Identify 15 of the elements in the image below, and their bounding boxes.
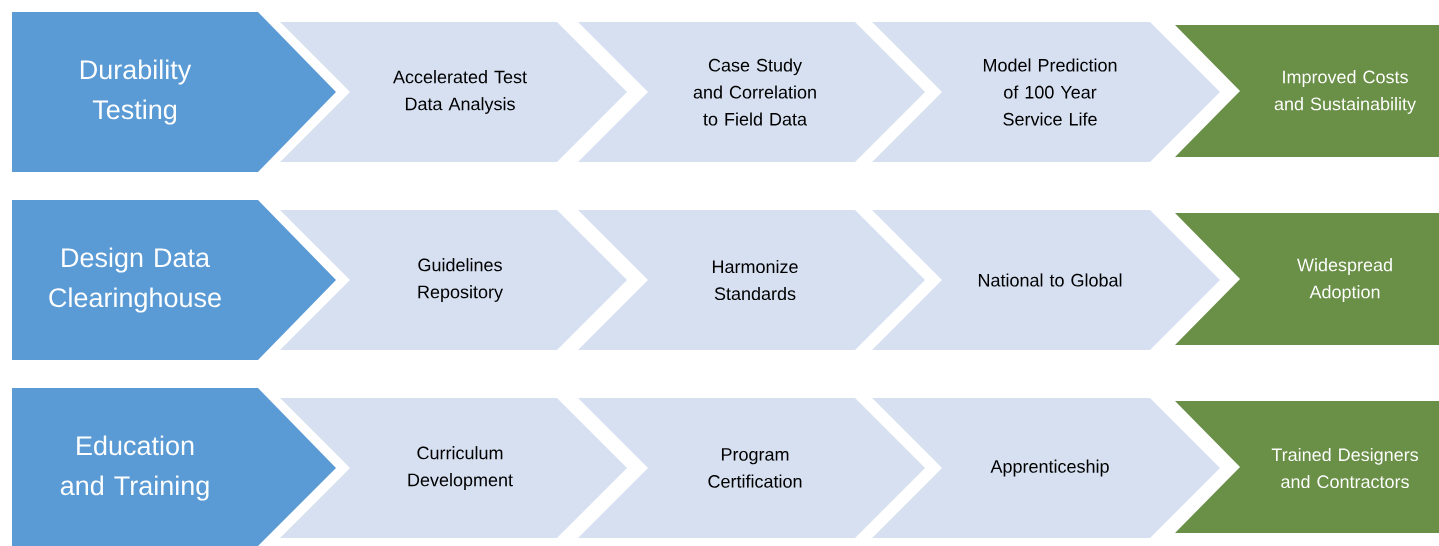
node-label: Guidelines Repository: [418, 258, 503, 302]
node-label: National to Global: [978, 273, 1122, 287]
notched-banner: Improved Costs and Sustainability: [1175, 25, 1439, 157]
notched-banner: Widespread Adoption: [1175, 213, 1439, 345]
notched-banner: Trained Designers and Contractors: [1175, 401, 1439, 533]
node-label: Model Prediction of 100 Year Service Life: [983, 58, 1117, 126]
heading-banner: Design Data Clearinghouse: [12, 200, 336, 360]
heading-banner: Durability Testing: [12, 12, 336, 172]
node-label: Case Study and Correlation to Field Data: [693, 58, 816, 126]
node-label: Program Certification: [708, 448, 802, 488]
node-label: Curriculum Development: [408, 446, 513, 490]
node-label: Accelerated Test Data Analysis: [393, 70, 527, 114]
heading-banner: Education and Training: [12, 388, 336, 546]
node-label: Apprenticeship: [990, 459, 1109, 477]
node-label: Harmonize Standards: [712, 259, 798, 301]
